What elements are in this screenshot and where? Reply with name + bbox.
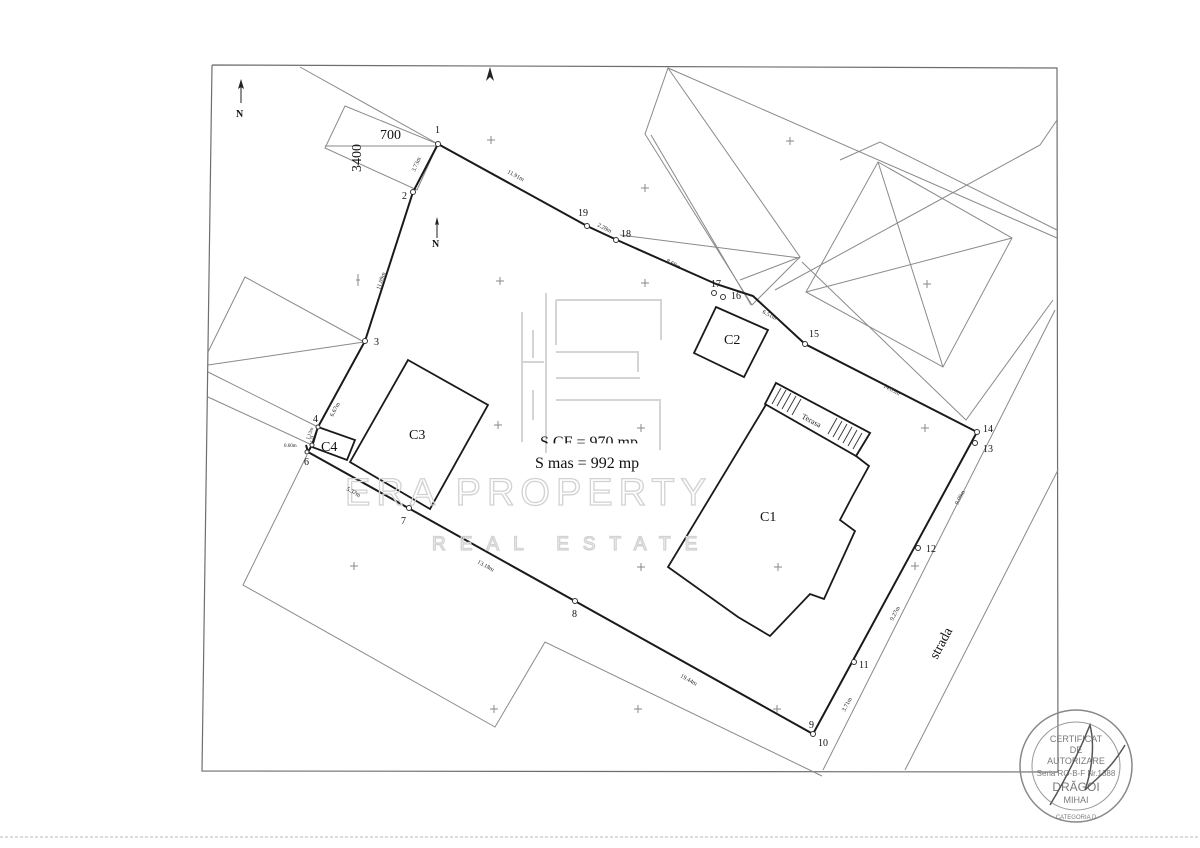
svg-text:Seria RO-B-F Nr.1388: Seria RO-B-F Nr.1388	[1037, 769, 1116, 778]
north-arrow-top-icon	[486, 67, 494, 81]
area-labels: S CF = 970 mp S mas = 992 mp	[535, 434, 639, 472]
svg-text:15: 15	[809, 329, 819, 340]
c3-label: C3	[409, 428, 425, 443]
svg-text:9.09m: 9.09m	[954, 489, 967, 506]
north-label: N	[236, 109, 244, 120]
svg-text:1.13m: 1.13m	[306, 427, 315, 441]
svg-text:12: 12	[926, 544, 936, 555]
svg-text:11: 11	[859, 660, 869, 671]
scale-side: 3400	[350, 144, 365, 172]
svg-text:9.27m: 9.27m	[889, 605, 902, 622]
svg-text:8: 8	[572, 609, 577, 620]
building-c4: C4	[310, 425, 357, 462]
svg-text:19: 19	[578, 208, 588, 219]
svg-text:6: 6	[304, 457, 309, 468]
svg-text:3: 3	[374, 337, 379, 348]
building-c3: C3	[348, 358, 490, 511]
svg-text:3.73m: 3.73m	[411, 156, 423, 173]
certification-stamp: CERTIFICAT DE AUTORIZARE Seria RO-B-F Nr…	[1019, 709, 1133, 823]
svg-text:2: 2	[402, 191, 407, 202]
area-mas-label: S mas = 992 mp	[535, 455, 639, 472]
svg-text:17: 17	[711, 279, 721, 290]
neighbour-parcels	[207, 66, 1059, 777]
svg-text:AUTORIZARE: AUTORIZARE	[1047, 756, 1105, 766]
svg-text:DRĂGOI: DRĂGOI	[1052, 779, 1099, 794]
svg-text:19.44m: 19.44m	[679, 674, 698, 688]
area-cf-label: S CF = 970 mp	[540, 434, 638, 451]
boundary-points: 1 2 3 4 5 6 7 8 9 10 11 12 13 14 15 16 1…	[304, 125, 993, 749]
svg-text:16: 16	[731, 291, 741, 302]
c1-label: C1	[760, 510, 776, 525]
svg-text:14: 14	[983, 424, 993, 435]
svg-text:8.69m: 8.69m	[665, 258, 682, 271]
c2-label: C2	[724, 333, 740, 348]
svg-text:3.71m: 3.71m	[841, 696, 854, 713]
signature-icon	[1049, 722, 1126, 806]
drawing-frame	[201, 64, 1059, 773]
svg-text:13.18m: 13.18m	[476, 560, 495, 574]
building-c1: Terasa C1	[666, 381, 872, 638]
svg-text:DE: DE	[1070, 745, 1083, 755]
svg-text:11.91m: 11.91m	[506, 169, 525, 183]
svg-text:14.09m: 14.09m	[882, 383, 901, 397]
svg-text:4: 4	[313, 414, 318, 425]
svg-text:13: 13	[983, 444, 993, 455]
grid-crosses	[350, 136, 931, 713]
svg-text:1: 1	[435, 125, 440, 136]
scale-top: 700	[380, 128, 401, 143]
svg-text:9: 9	[809, 720, 814, 731]
north-label-2: N	[432, 239, 440, 250]
svg-text:CATEGORIA D: CATEGORIA D	[1056, 815, 1097, 821]
svg-text:10: 10	[818, 738, 828, 749]
north-arrow-topleft: N	[236, 79, 244, 120]
svg-text:6.51m: 6.51m	[761, 309, 778, 322]
svg-text:MIHAI: MIHAI	[1063, 795, 1088, 805]
watermark-logo: ERA PROPERTY REAL ESTATE	[344, 293, 712, 556]
street-label: strada	[927, 625, 956, 662]
svg-text:7: 7	[401, 516, 406, 527]
svg-text:0.60m: 0.60m	[284, 444, 297, 449]
building-c2: C2	[692, 305, 770, 379]
svg-text:18: 18	[621, 229, 631, 240]
watermark-brand: ERA PROPERTY	[345, 472, 712, 514]
c4-label: C4	[321, 440, 337, 455]
svg-text:CERTIFICAT: CERTIFICAT	[1050, 734, 1103, 744]
watermark-tagline: REAL ESTATE	[432, 534, 711, 555]
svg-text:11.09m: 11.09m	[376, 271, 387, 290]
svg-text:5: 5	[310, 435, 314, 444]
north-arrow-center: N	[432, 217, 440, 250]
